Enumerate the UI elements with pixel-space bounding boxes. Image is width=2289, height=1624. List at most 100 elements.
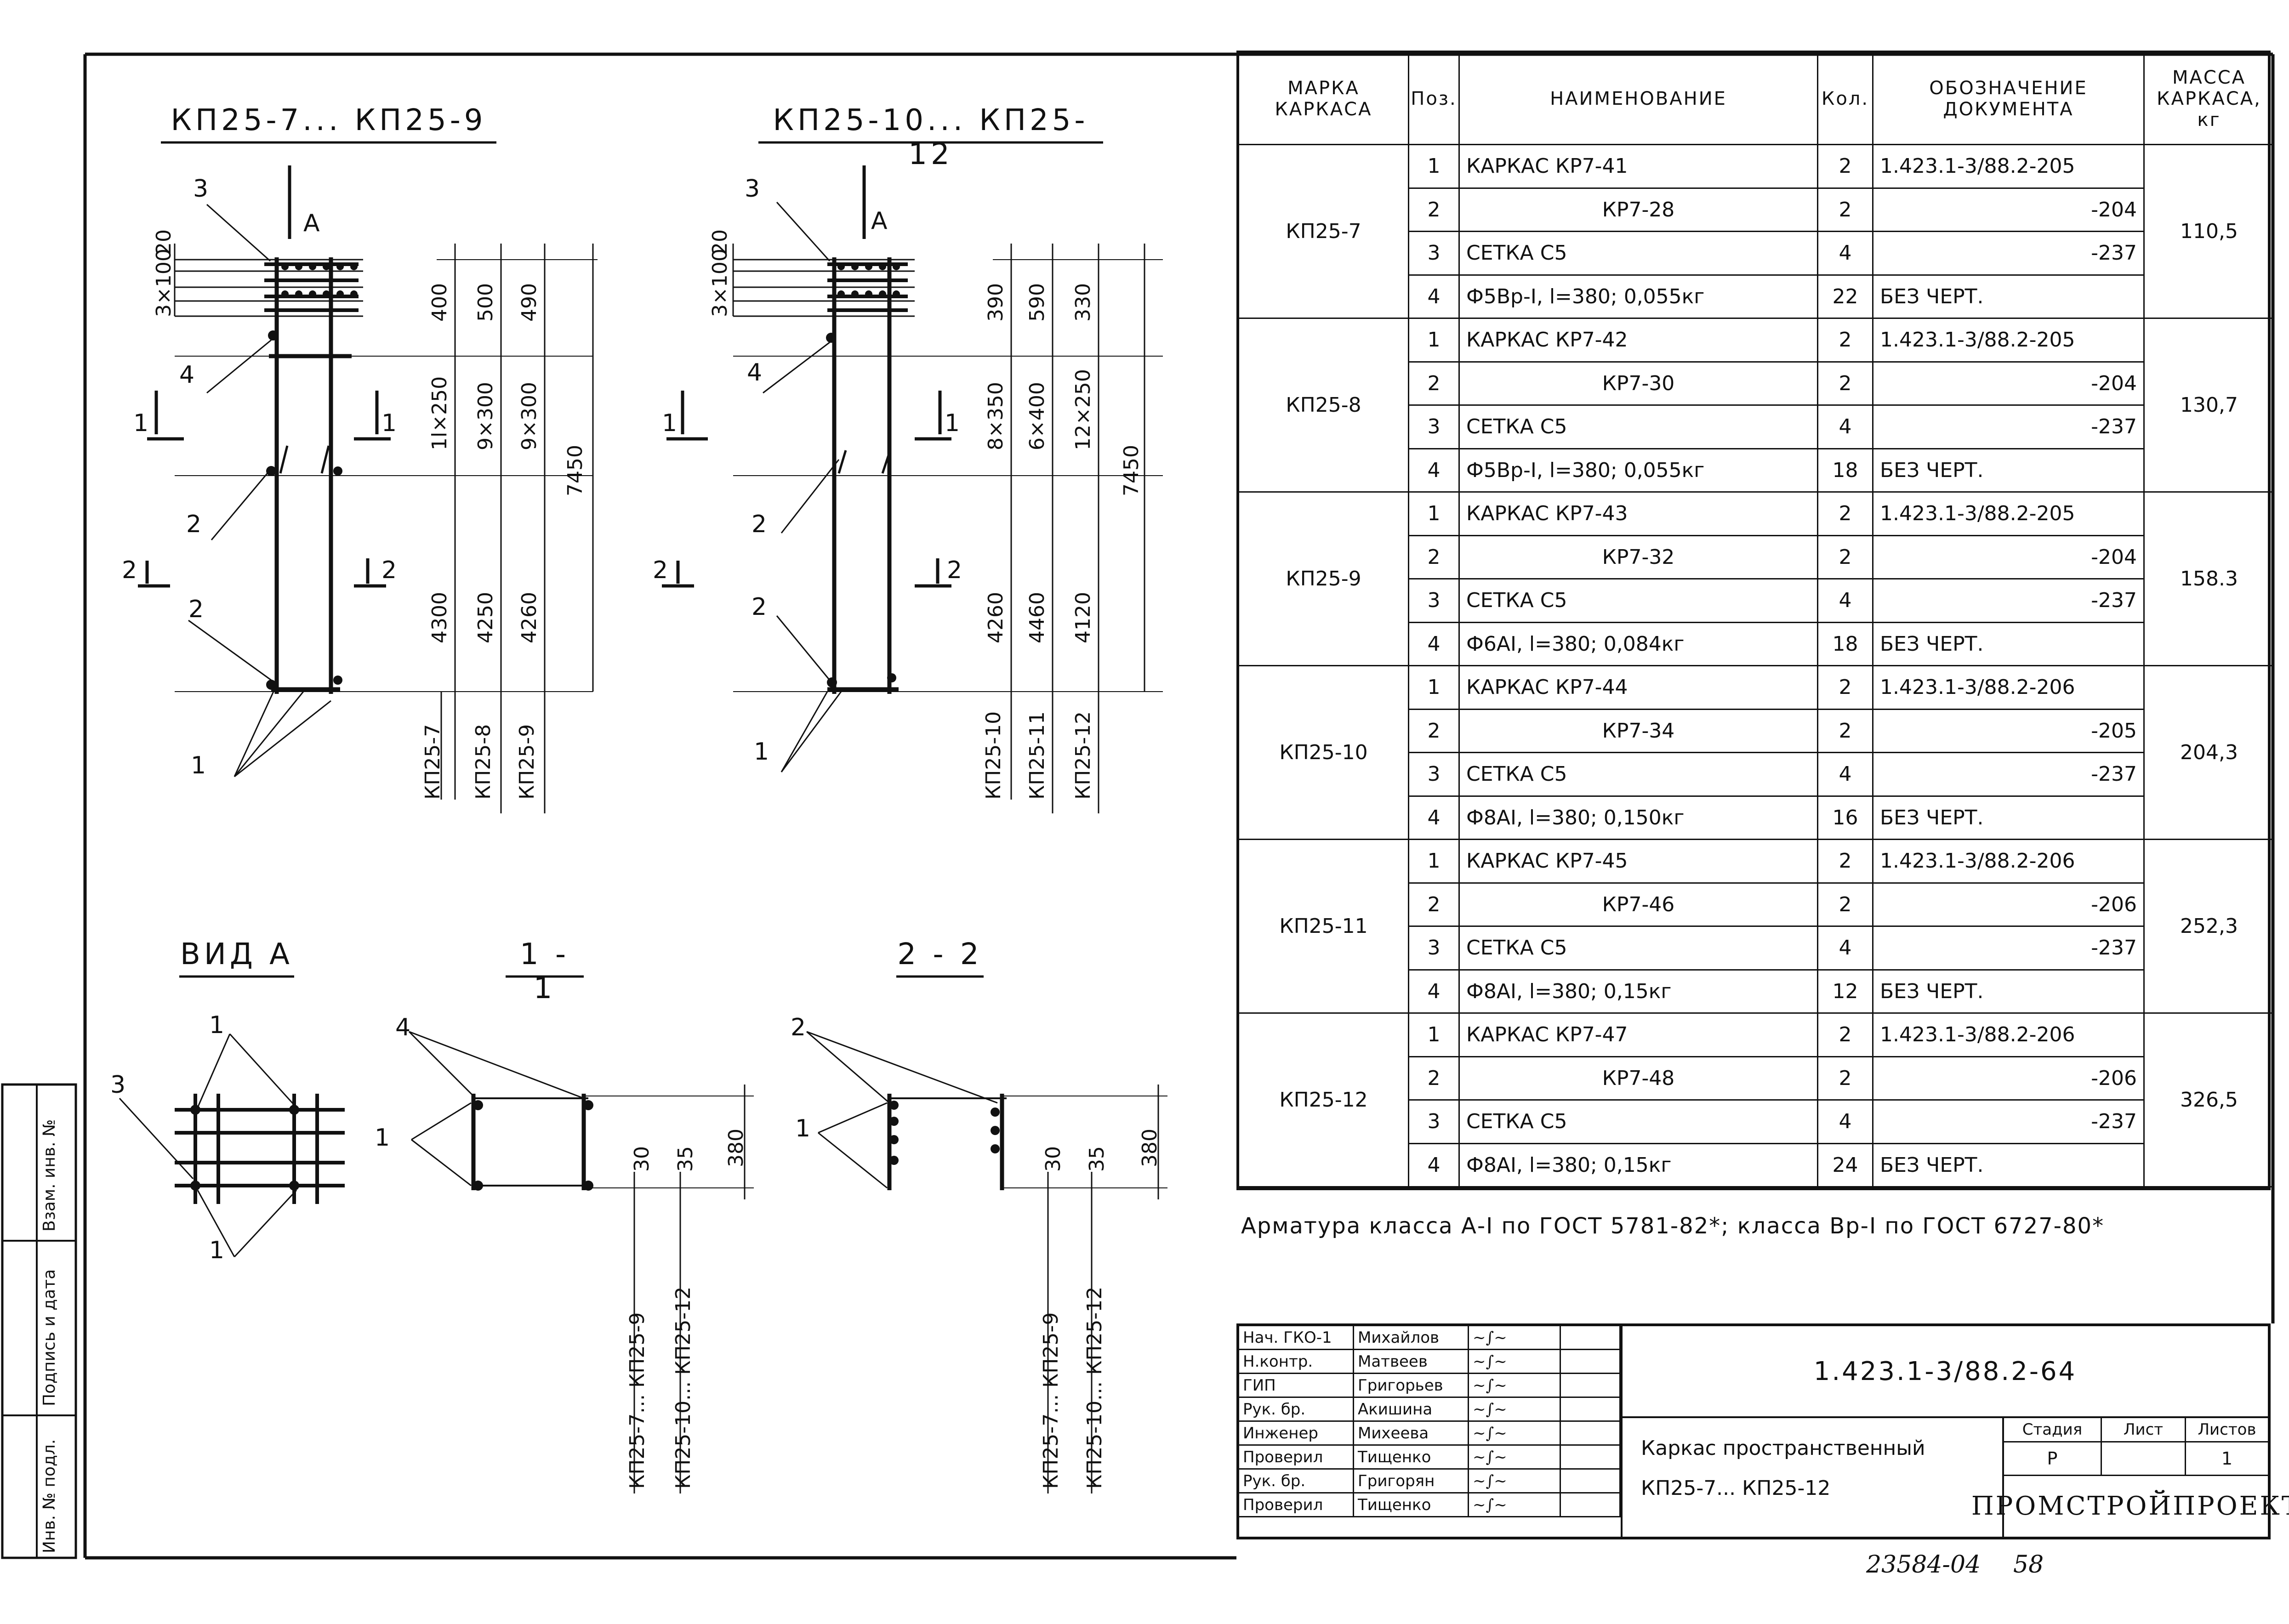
cell-qty: 4 xyxy=(1818,579,1873,623)
mark-label: КП25-7 xyxy=(421,724,444,800)
cell-doc: -237 xyxy=(1873,1101,2145,1144)
cell-qty: 4 xyxy=(1818,753,1873,797)
cell-pos: 4 xyxy=(1409,970,1460,1014)
group-mark: КП25-7 xyxy=(1239,145,1409,319)
callout-2: 2 xyxy=(947,556,962,584)
dim-col3-top: 490 xyxy=(518,283,541,322)
dim-col1-top: 390 xyxy=(984,283,1008,322)
cell-name: КР7-30 xyxy=(1460,362,1818,406)
dim-col3-mid: 9×300 xyxy=(518,382,541,450)
cell-doc: БЕЗ ЧЕРТ. xyxy=(1873,275,2145,319)
cell-name: СЕТКА С5 xyxy=(1460,753,1818,797)
cell-name: КР7-34 xyxy=(1460,710,1818,753)
callout-2: 2 xyxy=(188,596,204,623)
callout-1: 1 xyxy=(209,1237,225,1264)
dim-total: 7450 xyxy=(564,445,587,496)
cell-doc: 1.423.1-3/88.2-206 xyxy=(1873,1014,2145,1057)
cell-doc: БЕЗ ЧЕРТ. xyxy=(1873,796,2145,840)
role-label: Рук. бр. xyxy=(1239,1470,1354,1493)
dim-30: 30 xyxy=(630,1146,654,1172)
group-mark: КП25-10 xyxy=(1239,666,1409,840)
header-mark: МАРКА КАРКАСА xyxy=(1239,53,1409,145)
dim-col3-mid: 12×250 xyxy=(1071,369,1095,450)
mark-label: КП25-10 xyxy=(982,711,1005,800)
cell-qty: 12 xyxy=(1818,970,1873,1014)
cell-doc: -204 xyxy=(1873,188,2145,232)
dim-col2-top: 500 xyxy=(474,283,497,322)
person-name: Григорян xyxy=(1354,1470,1469,1493)
right-view-title: КП25-10... КП25-12 xyxy=(773,103,1089,171)
doc-title-line2: КП25-7... КП25-12 xyxy=(1641,1476,1831,1500)
signature: ~∫~ xyxy=(1469,1470,1561,1493)
cell-pos: 3 xyxy=(1409,579,1460,623)
header-mass: МАССА КАРКАСА, кг xyxy=(2145,53,2273,145)
cell-doc: -237 xyxy=(1873,579,2145,623)
cell-doc: -206 xyxy=(1873,1057,2145,1101)
callout-1: 1 xyxy=(209,1011,225,1039)
callout-2: 2 xyxy=(653,556,668,584)
dim-col2-mid: 6×400 xyxy=(1025,382,1049,450)
section-2-2-drawing xyxy=(806,975,1167,1493)
signature: ~∫~ xyxy=(1469,1326,1561,1350)
left-rebar-dots xyxy=(266,263,358,690)
person-name: Михайлов xyxy=(1354,1326,1469,1350)
cell-name: КАРКАС КР7-42 xyxy=(1460,319,1818,363)
group-mass: 326,5 xyxy=(2145,1014,2273,1187)
group-mass: 158.3 xyxy=(2145,493,2273,666)
doc-title-line1: Каркас пространственный xyxy=(1641,1437,1925,1460)
cell-pos: 4 xyxy=(1409,623,1460,666)
cell-name: Ф8АI, l=380; 0,15кг xyxy=(1460,970,1818,1014)
dim-col1-bot: 4300 xyxy=(428,592,451,643)
cell-pos: 2 xyxy=(1409,710,1460,753)
section-mark-label: КП25-7... КП25-9 xyxy=(626,1312,649,1489)
cell-name: СЕТКА С5 xyxy=(1460,927,1818,971)
right-rebar-dots xyxy=(826,263,900,687)
role-label: ГИП xyxy=(1239,1374,1354,1398)
signature: ~∫~ xyxy=(1469,1493,1561,1517)
callout-1: 1 xyxy=(191,752,206,779)
dim-col2-bot: 4460 xyxy=(1025,592,1049,643)
section-1-1-title: 1 - 1 xyxy=(519,937,570,1005)
cell-pos: 2 xyxy=(1409,536,1460,579)
cell-doc: -237 xyxy=(1873,406,2145,449)
callout-1: 1 xyxy=(945,409,960,437)
sheets-value: 1 xyxy=(2221,1448,2233,1469)
cell-qty: 2 xyxy=(1818,188,1873,232)
callout-1: 1 xyxy=(662,409,678,437)
page-number: 58 xyxy=(2013,1551,2044,1579)
mark-label: КП25-8 xyxy=(472,724,495,800)
cell-qty: 2 xyxy=(1818,710,1873,753)
cell-doc: -204 xyxy=(1873,536,2145,579)
callout-2: 2 xyxy=(122,556,137,584)
callout-1: 1 xyxy=(375,1124,390,1152)
cell-pos: 4 xyxy=(1409,1144,1460,1187)
cell-doc: 1.423.1-3/88.2-205 xyxy=(1873,493,2145,536)
cell-qty: 2 xyxy=(1818,1014,1873,1057)
cell-qty: 2 xyxy=(1818,536,1873,579)
cell-name: Ф5Вр-I, l=380; 0,055кг xyxy=(1460,275,1818,319)
person-name: Михеева xyxy=(1354,1422,1469,1446)
cell-doc: 1.423.1-3/88.2-206 xyxy=(1873,840,2145,884)
stage-value: Р xyxy=(2004,1442,2102,1475)
section-mark-label: КП25-7... КП25-9 xyxy=(1039,1312,1063,1489)
cell-name: Ф8АI, l=380; 0,150кг xyxy=(1460,796,1818,840)
cell-doc: БЕЗ ЧЕРТ. xyxy=(1873,1144,2145,1187)
view-a-title: ВИД А xyxy=(180,937,293,971)
cell-qty: 2 xyxy=(1818,840,1873,884)
cell-doc: БЕЗ ЧЕРТ. xyxy=(1873,623,2145,666)
header-pos: Поз. xyxy=(1409,53,1460,145)
dim-col1-mid: 8×350 xyxy=(984,382,1008,450)
dim-col2-bot: 4250 xyxy=(474,592,497,643)
cell-pos: 4 xyxy=(1409,796,1460,840)
cell-name: КАРКАС КР7-44 xyxy=(1460,666,1818,710)
header-doc: ОБОЗНАЧЕНИЕ ДОКУМЕНТА xyxy=(1873,53,2145,145)
cell-qty: 4 xyxy=(1818,232,1873,276)
dim-col1-bot: 4260 xyxy=(984,592,1008,643)
cell-name: СЕТКА С5 xyxy=(1460,1101,1818,1144)
cell-qty: 4 xyxy=(1818,1101,1873,1144)
section-mark-label: КП25-10... КП25-12 xyxy=(1083,1286,1106,1489)
group-mass: 110,5 xyxy=(2145,145,2273,319)
cell-qty: 4 xyxy=(1818,927,1873,971)
cell-pos: 4 xyxy=(1409,275,1460,319)
